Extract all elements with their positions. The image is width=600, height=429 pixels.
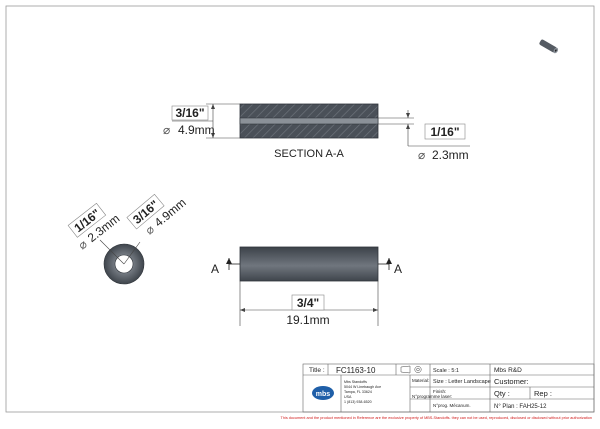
cut-label-right: A [394, 262, 402, 276]
diameter-symbol: ⌀ [142, 222, 157, 237]
title-block-text: Title : FC1163-10 Scale : 5:1 Size : Let… [309, 365, 552, 410]
mbs-logo: mbs [312, 386, 334, 400]
section-label: SECTION A-A [274, 148, 344, 160]
plan-number: N° Plan : FAH25-12 [494, 404, 547, 410]
program-laser-label: N°programme laser: [412, 394, 452, 399]
end-view: 1/16" ⌀ 2.3mm 3/16" ⌀ 4.9mm [67, 193, 189, 285]
section-inner-dim-mm: 2.3mm [432, 148, 469, 162]
qty-label: Qty : [494, 389, 510, 398]
address-line-2: 5044 W Linebaugh Ave [344, 385, 381, 389]
program-mecanum-label: N°prog. Mécanum. [433, 403, 471, 408]
side-body [239, 246, 379, 282]
scale-text: Scale : 5:1 [433, 368, 459, 374]
section-inner-dim-frac: 1/16" [430, 125, 459, 139]
address-line-3: Tampa, FL 33624 [344, 390, 372, 394]
address-line-1: Mbs Standoffs [344, 380, 367, 384]
sheet-border [5, 5, 595, 413]
material-label: Material: [412, 378, 429, 383]
company-text: Mbs R&D [494, 367, 522, 374]
address-line-5: 1 (813) 938-6520 [344, 400, 372, 404]
section-outer-dim-frac: 3/16" [175, 106, 204, 120]
customer-label: Customer: [494, 377, 529, 386]
diameter-symbol: ⌀ [163, 123, 170, 137]
projection-symbol-icon [400, 365, 422, 374]
address-line-4: USA [344, 395, 352, 399]
diameter-symbol: ⌀ [75, 237, 89, 252]
section-view: 3/16" ⌀ 4.9mm 1/16" ⌀ 2.3mm SECTION A-A [163, 103, 470, 162]
title-value: FC1163-10 [336, 366, 376, 375]
length-dim-frac: 3/4" [297, 296, 319, 310]
title-block [302, 363, 595, 413]
isometric-thumbnail [539, 39, 559, 54]
cut-label-left: A [211, 262, 219, 276]
side-view: A A 3/4" 19.1mm [211, 246, 402, 327]
length-dim-mm: 19.1mm [286, 313, 329, 327]
diameter-symbol: ⌀ [418, 148, 425, 162]
footer-notice: This document and the product mentioned … [281, 416, 592, 420]
logo-text: mbs [316, 391, 331, 398]
section-bore [239, 117, 379, 125]
size-text: Size : Letter Landscape [433, 379, 491, 385]
rep-label: Rep : [534, 389, 552, 398]
section-outer-dim-mm: 4.9mm [178, 123, 215, 137]
finish-label: Finish: [433, 389, 446, 394]
title-label: Title : [309, 367, 325, 374]
